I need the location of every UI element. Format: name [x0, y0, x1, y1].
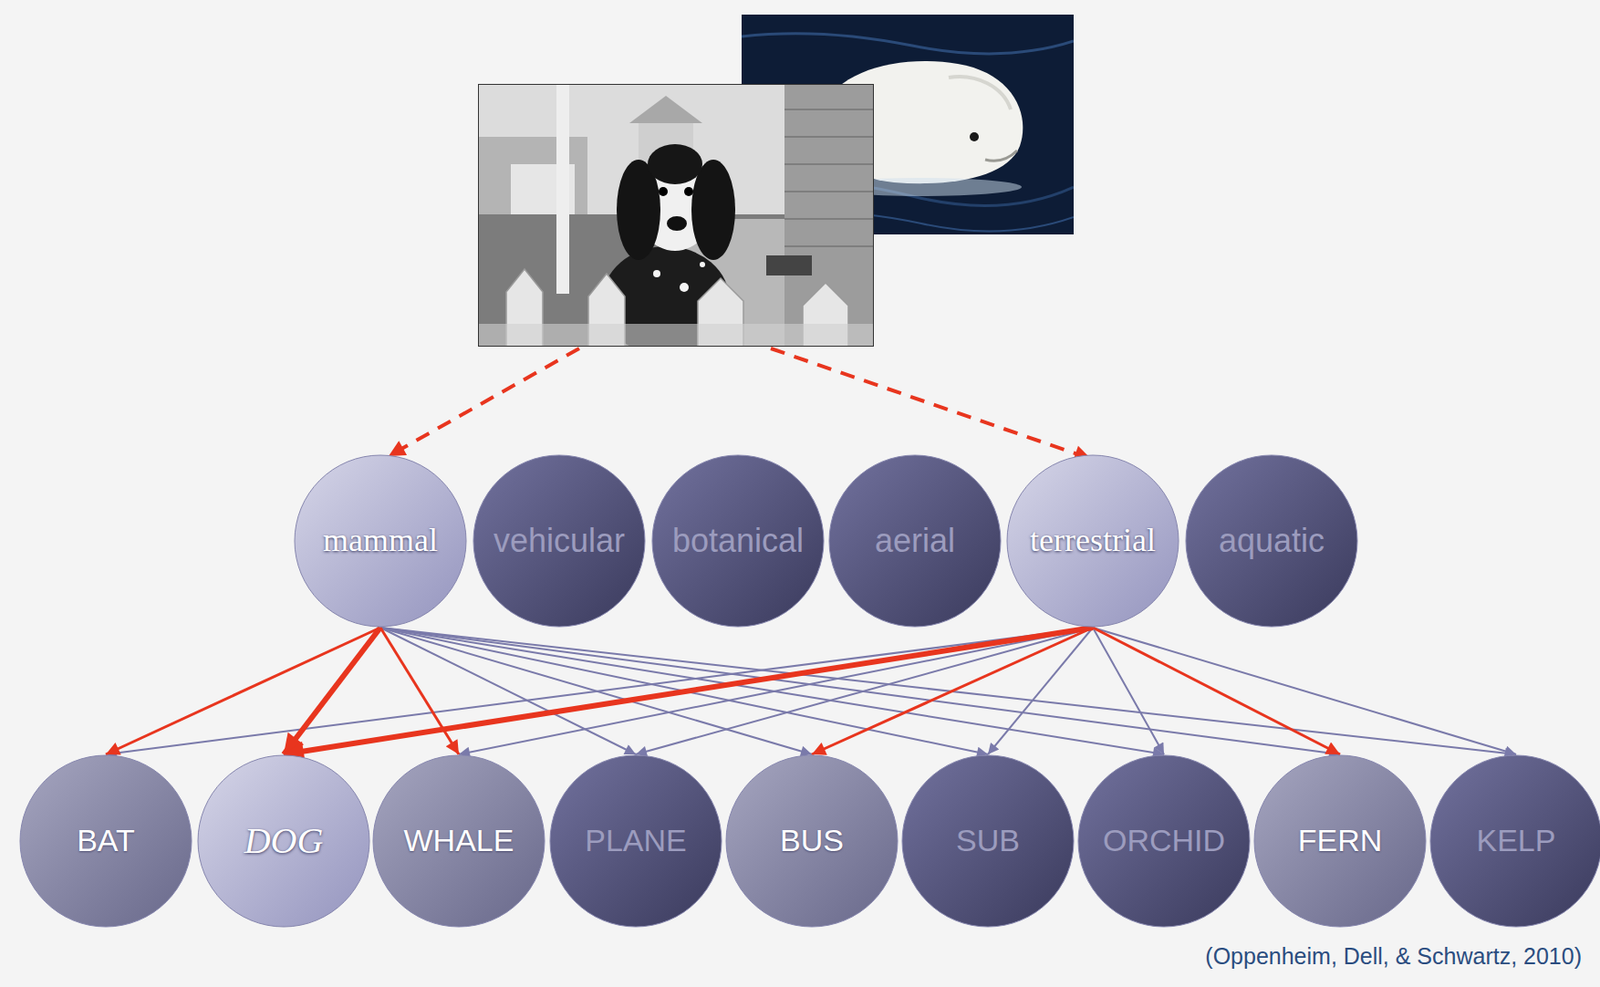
node-label: mammal — [322, 522, 438, 560]
node-circle-shape — [20, 755, 192, 927]
node-circle-shape — [197, 755, 370, 927]
node-circle-shape — [902, 755, 1074, 927]
semantic-feature-node: botanical — [651, 454, 825, 628]
node-label: botanical — [672, 522, 804, 560]
node-circle-shape — [829, 455, 1001, 627]
word-node: BUS — [725, 754, 899, 928]
connector-arrow — [105, 627, 381, 755]
word-node: BAT — [19, 754, 193, 928]
semantic-feature-node: terrestrial — [1006, 454, 1180, 628]
photo-frame — [478, 84, 874, 347]
connector-arrow — [105, 627, 1093, 755]
dog-photo — [477, 83, 874, 347]
node-circle-shape — [1185, 455, 1358, 627]
node-circle-shape — [373, 755, 545, 927]
node-label: PLANE — [584, 823, 687, 858]
dashed-arrow — [770, 348, 1091, 459]
connector-arrow — [1092, 627, 1517, 755]
node-label: KELP — [1476, 823, 1557, 858]
node-label: aquatic — [1218, 522, 1325, 560]
node-label: FERN — [1298, 823, 1383, 858]
word-node: SUB — [901, 754, 1075, 928]
node-circle-shape — [726, 755, 898, 927]
semantic-feature-node: mammal — [293, 454, 468, 628]
dashed-arrow — [388, 348, 580, 457]
node-circle-shape — [473, 455, 645, 627]
connector-arrow — [283, 627, 381, 755]
connector-arrow — [811, 627, 1093, 755]
connector-arrow — [458, 627, 1093, 755]
semantic-feature-node: aerial — [828, 454, 1002, 628]
node-circle-shape — [1430, 755, 1600, 927]
word-node: PLANE — [549, 754, 723, 928]
node-label: terrestrial — [1029, 522, 1156, 560]
word-node: DOG — [197, 754, 371, 928]
semantic-feature-node: aquatic — [1184, 454, 1359, 628]
node-circle-shape — [1007, 455, 1179, 627]
citation: (Oppenheim, Dell, & Schwartz, 2010) — [1205, 943, 1582, 970]
node-circle-shape — [550, 755, 722, 927]
node-label: vehicular — [493, 522, 625, 560]
connector-arrow — [380, 627, 1164, 755]
node-circle-shape — [1078, 755, 1250, 927]
node-label: ORCHID — [1102, 823, 1226, 858]
node-circle-shape — [652, 455, 824, 627]
word-node: ORCHID — [1077, 754, 1251, 928]
node-circle-shape — [1254, 755, 1426, 927]
node-label: SUB — [955, 823, 1020, 858]
node-label: BUS — [779, 823, 844, 858]
node-circle-shape — [294, 455, 467, 627]
node-label: BAT — [76, 823, 136, 858]
connector-arrow — [380, 627, 1341, 755]
word-node: KELP — [1429, 754, 1600, 928]
citation-text: (Oppenheim, Dell, & Schwartz, 2010) — [1205, 943, 1582, 969]
word-node: FERN — [1253, 754, 1427, 928]
connector-arrow — [987, 627, 1093, 755]
node-label: WHALE — [404, 823, 515, 858]
connector-arrow — [1092, 627, 1341, 755]
node-label: DOG — [244, 820, 324, 862]
semantic-feature-node: vehicular — [472, 454, 646, 628]
word-node: WHALE — [372, 754, 546, 928]
connector-arrow — [283, 627, 1093, 755]
node-label: aerial — [874, 522, 956, 560]
